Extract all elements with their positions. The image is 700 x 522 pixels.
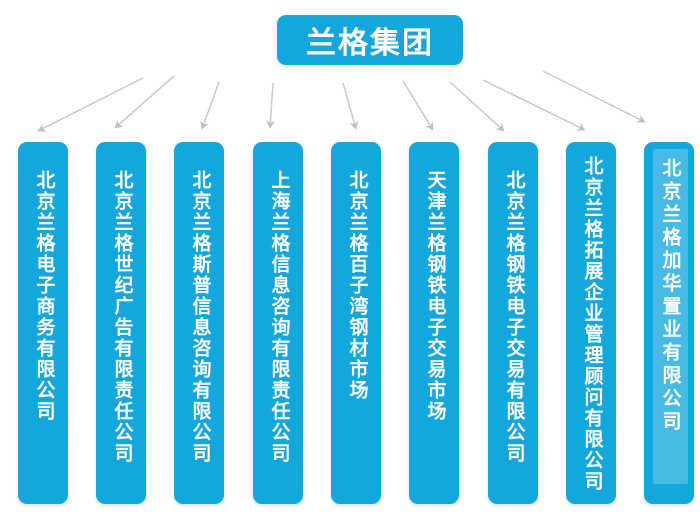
org-node-subsidiary-2: 北京兰格世纪广告有限责任公司 — [96, 142, 146, 504]
org-node-label: 北京兰格拓展企业管理顾问有限公司 — [581, 156, 603, 492]
org-node-label: 天津兰格钢铁电子交易市场 — [424, 170, 446, 422]
org-node-subsidiary-8: 北京兰格拓展企业管理顾问有限公司 — [566, 142, 616, 504]
org-node-label: 上海兰格信息咨询有限责任公司 — [268, 170, 290, 464]
connector-arrow-4 — [266, 82, 275, 129]
org-root-node: 兰格集团 — [277, 15, 463, 65]
org-node-subsidiary-7: 北京兰格钢铁电子交易有限公司 — [488, 142, 538, 504]
org-node-subsidiary-6: 天津兰格钢铁电子交易市场 — [409, 142, 459, 504]
connector-arrow-3 — [200, 81, 220, 130]
connector-arrow-5 — [342, 82, 359, 130]
org-node-subsidiary-3: 北京兰格斯普信息咨询有限公司 — [174, 142, 224, 504]
org-node-label: 北京兰格世纪广告有限责任公司 — [111, 170, 133, 464]
org-node-subsidiary-1: 北京兰格电子商务有限公司 — [18, 142, 68, 504]
org-node-label: 北京兰格斯普信息咨询有限公司 — [189, 170, 211, 464]
connector-arrow-7 — [449, 81, 505, 132]
connector-arrow-6 — [402, 80, 434, 131]
org-node-label: 北京兰格钢铁电子交易有限公司 — [503, 170, 525, 464]
connector-arrow-8 — [482, 79, 586, 131]
connector-arrow-2 — [114, 75, 175, 129]
org-node-subsidiary-5: 北京兰格百子湾钢材市场 — [331, 142, 381, 504]
org-node-label: 北京兰格加华置业有限公司 — [659, 158, 681, 434]
org-node-subsidiary-9: 北京兰格加华置业有限公司 — [644, 142, 694, 504]
connector-arrow-9 — [542, 70, 646, 123]
org-node-subsidiary-4: 上海兰格信息咨询有限责任公司 — [253, 142, 303, 504]
highlight-overlay — [653, 149, 688, 484]
org-node-label: 北京兰格电子商务有限公司 — [33, 170, 55, 422]
org-root-label: 兰格集团 — [306, 27, 434, 60]
org-node-label: 北京兰格百子湾钢材市场 — [346, 170, 368, 401]
connector-arrow-1 — [37, 77, 144, 132]
